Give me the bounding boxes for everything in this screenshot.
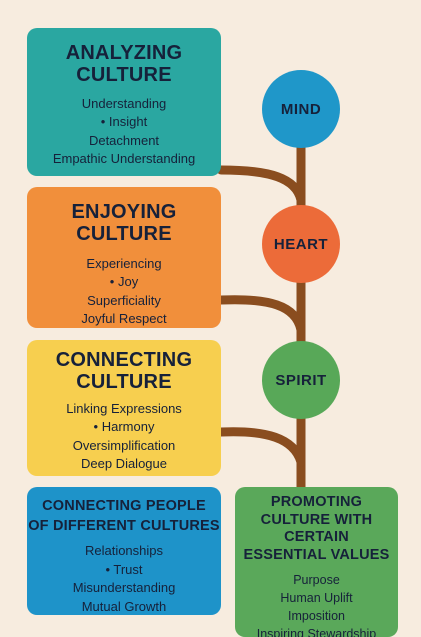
card-promoting-culture: PROMOTING CULTURE WITH CERTAIN ESSENTIAL… [235, 487, 398, 637]
branch-analyzing [216, 165, 306, 205]
card-line: Understanding [81, 95, 167, 111]
node-label: MIND [280, 100, 322, 118]
card-line: • Harmony [93, 419, 155, 435]
card-line: Imposition [288, 608, 345, 623]
node-spirit: SPIRIT [262, 341, 340, 419]
card-lines: Experiencing • Joy Superficiality Joyful… [27, 255, 221, 328]
card-lines: Purpose Human Uplift Imposition Inspirin… [235, 571, 398, 637]
card-line: Relationships [84, 543, 164, 559]
card-line: Detachment [88, 132, 160, 148]
card-line: Joyful Respect [81, 311, 167, 327]
card-lines: Linking Expressions • Harmony Oversimpli… [27, 400, 221, 474]
card-title: CONNECTING PEOPLE OF DIFFERENT CULTURES [28, 498, 220, 534]
card-lines: Understanding • Insight Detachment Empat… [27, 95, 221, 169]
node-mind: MIND [262, 70, 340, 148]
card-line: Misunderstanding [72, 580, 176, 596]
card-connecting-culture: CONNECTING CULTURE Linking Expressions •… [27, 340, 221, 476]
card-line: Superficiality [87, 292, 161, 308]
card-connecting-people: CONNECTING PEOPLE OF DIFFERENT CULTURES … [27, 487, 221, 615]
card-line: Mutual Growth [81, 598, 167, 614]
card-line: • Insight [100, 114, 148, 130]
card-line: Empathic Understanding [52, 151, 196, 167]
card-title: CONNECTING CULTURE [55, 349, 193, 394]
card-title: ENJOYING CULTURE [71, 201, 177, 246]
node-label: HEART [273, 235, 329, 253]
card-line: Linking Expressions [66, 400, 182, 416]
card-analyzing-culture: ANALYZING CULTURE Understanding • Insigh… [27, 28, 221, 176]
card-line: Human Uplift [280, 590, 353, 605]
card-line: Oversimplification [72, 437, 176, 453]
card-line: • Trust [105, 561, 143, 577]
node-heart: HEART [262, 205, 340, 283]
branch-connecting [216, 427, 306, 467]
card-title: ANALYZING CULTURE [65, 42, 183, 87]
card-line: Experiencing [86, 255, 162, 271]
card-line: Deep Dialogue [80, 456, 167, 472]
card-line: • Joy [109, 274, 139, 290]
node-label: SPIRIT [275, 371, 327, 389]
card-lines: Relationships • Trust Misunderstanding M… [27, 542, 221, 615]
branch-enjoying [216, 295, 306, 335]
card-title: PROMOTING CULTURE WITH CERTAIN ESSENTIAL… [243, 494, 390, 564]
card-enjoying-culture: ENJOYING CULTURE Experiencing • Joy Supe… [27, 187, 221, 328]
card-line: Purpose [293, 572, 340, 587]
